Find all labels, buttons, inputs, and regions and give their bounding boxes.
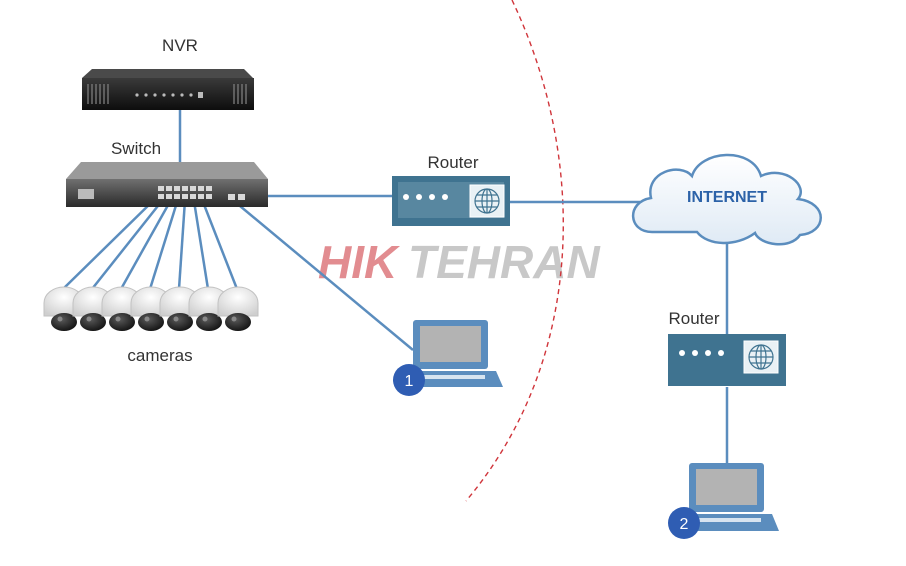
nvr-label: NVR	[162, 36, 198, 55]
laptop-local: 1	[393, 320, 503, 396]
link-switch-camera-1	[62, 195, 159, 290]
globe-icon	[748, 344, 774, 370]
link-switch-camera-4	[148, 198, 180, 290]
camera-7	[217, 286, 259, 331]
watermark-tehran: TEHRAN	[408, 236, 600, 288]
nvr-device: NVR	[82, 36, 254, 110]
watermark-hik: HIK	[318, 236, 400, 288]
link-switch-camera-5	[177, 199, 187, 290]
laptop-local-badge: 1	[393, 364, 425, 396]
cameras-label: cameras	[127, 346, 192, 365]
network-boundary-divider	[465, 0, 564, 502]
watermark: HIK TEHRAN	[318, 236, 600, 288]
cameras-group: cameras	[43, 286, 259, 365]
badge-number: 2	[680, 516, 689, 533]
router-local-label: Router	[427, 153, 478, 172]
link-switch-laptop	[239, 205, 414, 351]
internet-cloud: INTERNET	[631, 153, 822, 246]
laptop-remote-badge: 2	[668, 507, 700, 539]
globe-icon	[474, 188, 500, 214]
router-remote-label: Router	[668, 309, 719, 328]
laptop-remote: 2	[668, 463, 779, 539]
link-switch-camera-2	[91, 196, 166, 290]
link-switch-camera-7	[201, 201, 239, 290]
internet-label: INTERNET	[687, 189, 767, 206]
router-remote: Router	[668, 309, 786, 386]
connection-lines	[62, 110, 729, 465]
badge-number: 1	[405, 373, 414, 390]
switch-label: Switch	[111, 139, 161, 158]
switch-device: Switch	[66, 139, 268, 207]
link-switch-camera-3	[119, 197, 174, 290]
router-local: Router	[392, 153, 510, 226]
link-switch-camera-6	[192, 200, 210, 290]
